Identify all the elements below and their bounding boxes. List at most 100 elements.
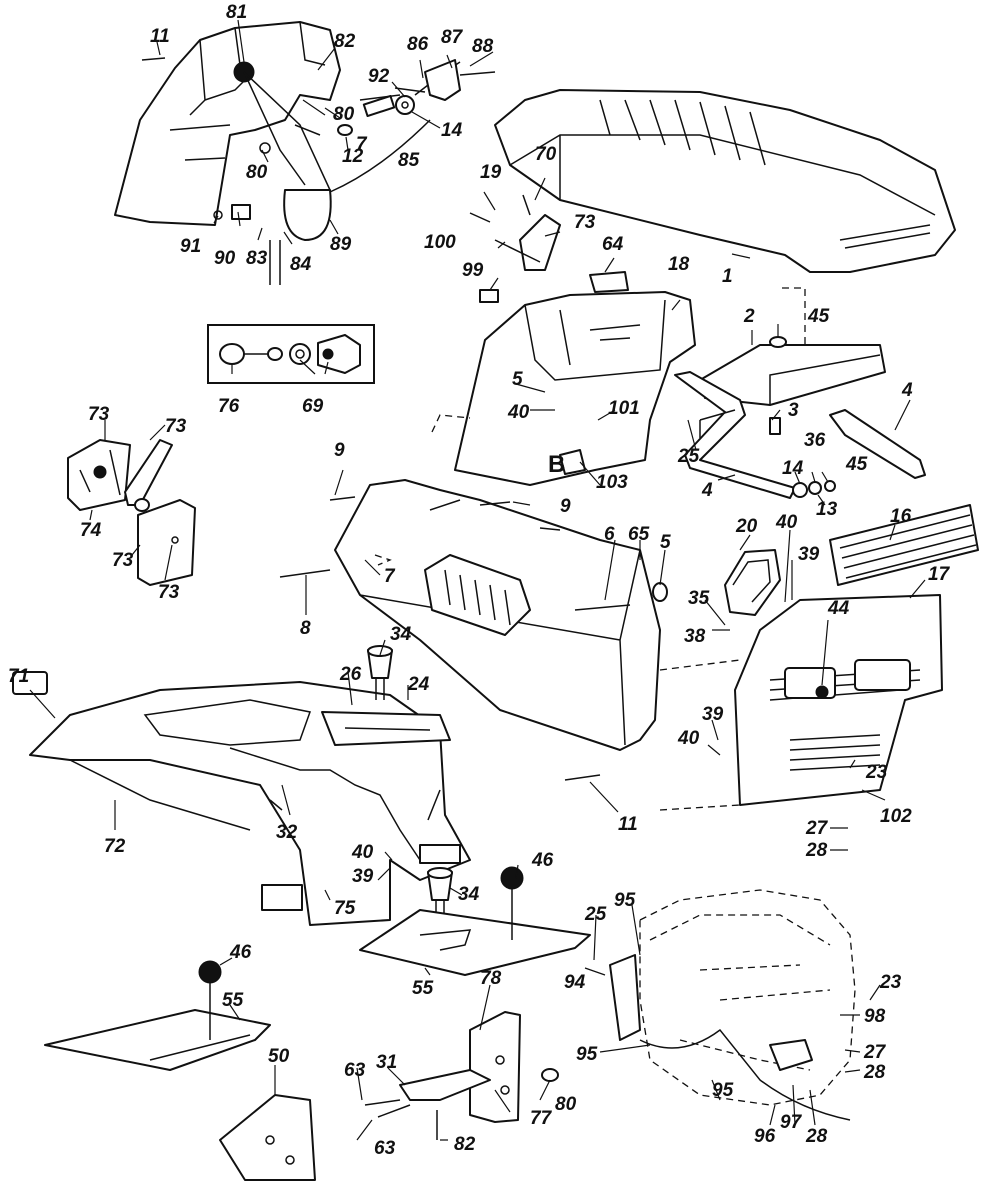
callout-label: 50: [268, 1046, 290, 1067]
callout-label: 73: [165, 416, 187, 437]
callout-label: 98: [864, 1006, 886, 1027]
callout-label: 16: [890, 506, 912, 527]
view-marker-b: B: [548, 451, 565, 478]
dash-panel-assembly: [114, 21, 496, 285]
callout-label: 73: [112, 550, 134, 571]
callout-label: 44: [827, 598, 850, 619]
callout-label: 13: [816, 499, 838, 520]
callout-label: 38: [684, 626, 706, 647]
callout-label: 70: [535, 144, 557, 165]
callout-label: 25: [584, 904, 607, 925]
callout-label: 83: [246, 248, 268, 269]
callout-label: 80: [333, 104, 355, 125]
callout-label: 97: [780, 1112, 803, 1133]
callout-label: 92: [368, 66, 390, 87]
callout-label: 89: [330, 234, 352, 255]
callout-label: 5: [512, 369, 523, 390]
callout-label: 81: [226, 2, 247, 23]
callout-label: 74: [80, 520, 102, 541]
side-panel: [334, 479, 668, 751]
callout-label: 99: [462, 260, 484, 281]
callout-label: 35: [688, 588, 710, 609]
callout-label: 95: [614, 890, 636, 911]
callout-label: 2: [743, 306, 755, 327]
callout-label: 78: [480, 968, 502, 989]
callout-label: 46: [229, 942, 252, 963]
callout-label: 73: [88, 404, 110, 425]
front-grille: [659, 504, 979, 811]
callout-label: 40: [677, 728, 700, 749]
callout-label: 86: [407, 34, 429, 55]
callout-label: 77: [530, 1108, 553, 1129]
callout-label: 91: [180, 236, 201, 257]
callout-label: 8: [300, 618, 311, 639]
callout-label: 76: [218, 396, 240, 417]
callout-label: 7: [384, 566, 396, 587]
callout-label: 87: [441, 27, 464, 48]
callout-label: 19: [480, 162, 502, 183]
callout-label: 14: [782, 458, 804, 479]
callout-label: 55: [222, 990, 244, 1011]
foot-plate-left: [44, 960, 271, 1071]
callout-label: 45: [845, 454, 868, 475]
fender: [12, 671, 471, 926]
callout-label: 82: [454, 1134, 476, 1155]
callout-label: 27: [805, 818, 829, 839]
foot-plate-right: [359, 866, 591, 976]
callout-label: 40: [507, 402, 530, 423]
callout-label: 45: [807, 306, 830, 327]
callout-label: 102: [880, 806, 912, 827]
callout-label: 6: [604, 524, 615, 545]
callout-label: 46: [531, 850, 554, 871]
leader-lines: [29, 19, 926, 1141]
callout-label: 11: [618, 814, 638, 835]
callout-label: 23: [865, 762, 888, 783]
callout-label: 3: [788, 400, 799, 421]
callout-label: 55: [412, 978, 434, 999]
callout-label: 28: [805, 1126, 828, 1147]
ignition-switch-inset: [207, 324, 375, 384]
callout-label: 73: [158, 582, 180, 603]
callout-label: 12: [342, 146, 364, 167]
callout-label: 34: [458, 884, 480, 905]
callout-label: 71: [8, 666, 29, 687]
callout-label: 95: [576, 1044, 598, 1065]
callout-label: 96: [754, 1126, 776, 1147]
callout-label: 9: [334, 440, 345, 461]
callout-label: 73: [574, 212, 596, 233]
callout-label: 80: [555, 1094, 577, 1115]
callout-label: 24: [407, 674, 430, 695]
callout-label: 103: [596, 472, 628, 493]
callout-label: 94: [564, 972, 586, 993]
callout-label: 28: [863, 1062, 886, 1083]
dash-housing: [431, 194, 696, 486]
callout-label: 23: [879, 972, 902, 993]
callout-label: 40: [351, 842, 374, 863]
callout-label: 17: [928, 564, 951, 585]
callout-label: 7: [356, 134, 368, 155]
callout-label: 39: [352, 866, 374, 887]
callout-label: 63: [344, 1060, 366, 1081]
callout-label: 95: [712, 1080, 734, 1101]
callout-label: 4: [701, 480, 713, 501]
callout-label: 5: [660, 532, 671, 553]
callout-label: 69: [302, 396, 324, 417]
callout-label: 100: [424, 232, 456, 253]
callout-label: 88: [472, 36, 494, 57]
callout-label: 64: [602, 234, 624, 255]
callout-label: 101: [608, 398, 640, 419]
hardware-bolts: [141, 57, 701, 821]
mounting-bracket-50: [219, 1094, 316, 1181]
callout-label: 65: [628, 524, 650, 545]
callout-label: 1: [722, 266, 733, 287]
callout-label: 82: [334, 31, 356, 52]
callout-label: 36: [804, 430, 826, 451]
callout-label: 90: [214, 248, 236, 269]
callout-label: 32: [276, 822, 298, 843]
callout-label: 4: [901, 380, 913, 401]
mounting-bracket-78: [364, 1011, 559, 1140]
callout-label: 85: [398, 150, 420, 171]
callout-label: 40: [775, 512, 798, 533]
hood: [494, 89, 956, 273]
